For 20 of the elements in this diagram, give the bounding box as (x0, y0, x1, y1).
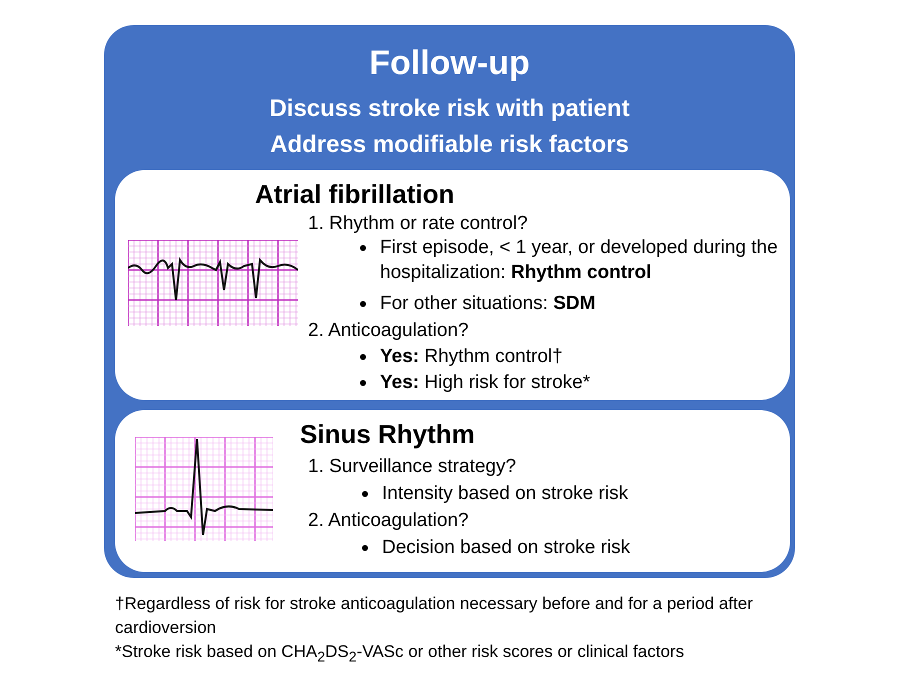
bullet-item: Yes: Rhythm control† (356, 345, 563, 370)
section-heading: Sinus Rhythm (300, 418, 475, 451)
section-card (115, 410, 790, 572)
bullet-item: Intensity based on stroke risk (358, 482, 628, 507)
section-card (115, 170, 790, 400)
numbered-item: 2. Anticoagulation? (308, 319, 469, 343)
follow-up-panel (104, 25, 795, 578)
title-heading: Follow-up (368, 43, 531, 84)
subtitle: Address modifiable risk factors (269, 130, 630, 160)
bullet-item: Decision based on stroke risk (358, 536, 630, 561)
footnote: †Regardless of risk for stroke anticoagulation necessary before and for a period after cardioversion (115, 593, 754, 639)
numbered-item: 1. Surveillance strategy? (308, 455, 516, 479)
bullet-item: Yes: High risk for stroke* (356, 371, 590, 396)
bullet-item: First episode, < 1 year, or developed during the hospitalization: Rhythm control (356, 236, 820, 286)
numbered-item: 2. Anticoagulation? (308, 509, 469, 533)
numbered-item: 1. Rhythm or rate control? (308, 212, 528, 236)
section-heading: Atrial fibrillation (255, 178, 454, 211)
footnote: *Stroke risk based on CHA$_{2}$DS$_{2}$-VASc or other risk scores or clinical factors (115, 641, 686, 668)
subtitle: Discuss stroke risk with patient (268, 94, 631, 124)
bullet-item: For other situations: SDM (356, 292, 596, 317)
